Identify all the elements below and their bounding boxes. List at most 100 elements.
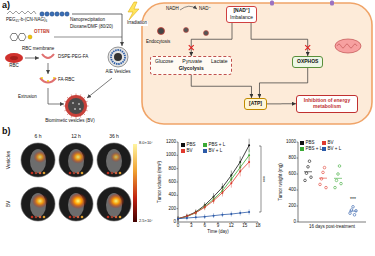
data-point <box>307 166 310 169</box>
data-point <box>335 179 338 182</box>
error-bar <box>204 214 205 219</box>
imaging-field <box>97 143 131 177</box>
membrane-protein <box>64 106 66 107</box>
aie-dot <box>79 108 81 110</box>
tick-label: 1200 <box>166 140 176 145</box>
organ <box>39 216 42 219</box>
vesicle-label: Biomimetic vesicles (BV) <box>45 119 95 124</box>
data-point <box>248 154 250 156</box>
membrane-protein <box>67 114 68 115</box>
organ <box>81 216 84 219</box>
organ <box>115 172 118 175</box>
molecule-ring <box>10 34 18 41</box>
membrane-protein <box>84 114 85 115</box>
data-point <box>248 211 250 213</box>
tick-mark <box>177 142 179 143</box>
organ <box>43 216 46 219</box>
outcome-box: Inhibition of energy metabolism <box>296 95 358 113</box>
legend-text: PBS + L <box>306 147 323 152</box>
error-bar <box>195 210 196 215</box>
nag-unit <box>65 12 69 16</box>
data-line <box>178 155 249 218</box>
flow-arrow <box>191 75 251 99</box>
membrane-receptor <box>330 1 334 6</box>
aie-dot <box>74 108 76 110</box>
tick-label: 800 <box>168 166 176 171</box>
reaction-arrow <box>180 6 197 10</box>
tick-mark <box>297 158 299 159</box>
nag-unit <box>60 12 64 16</box>
membrane-protein <box>67 97 68 98</box>
legend-entry: PBS + L <box>300 147 322 152</box>
organ <box>73 172 76 175</box>
step-label: Nanoprecipitation <box>70 18 105 23</box>
product-box: [ATP] <box>244 98 267 110</box>
molecule-label: NAD⁺ <box>199 7 211 12</box>
data-point <box>340 182 343 185</box>
data-line <box>178 162 249 219</box>
flow-arrow <box>267 103 296 104</box>
data-point <box>305 172 308 175</box>
vesicle-wall <box>111 50 125 64</box>
cell-center <box>10 56 18 60</box>
organ <box>111 172 114 175</box>
tick-mark <box>297 190 299 191</box>
text-row: [NAD⁺] <box>230 8 253 14</box>
tick-label: 0 <box>173 220 176 225</box>
tick-label: 200 <box>288 204 296 209</box>
data-point <box>221 192 223 194</box>
node-text: Inhibition of energy metabolism <box>300 98 354 110</box>
error-bar <box>240 166 241 176</box>
flow-arrow <box>251 23 308 57</box>
membrane-protein <box>76 94 77 96</box>
membrane-protein <box>87 106 89 107</box>
data-line <box>178 212 249 219</box>
legend-swatch <box>203 149 207 153</box>
tick-label: 600 <box>168 180 176 185</box>
organ <box>107 216 110 219</box>
panel-letter: b) <box>2 127 11 137</box>
chart-axis <box>298 142 366 222</box>
legend-entry: BV + L <box>322 147 341 152</box>
node-text: Glycolysis <box>179 66 204 72</box>
data-point <box>177 218 179 220</box>
tick-mark <box>177 182 179 183</box>
legend-text: BV <box>187 149 193 154</box>
mitochondrion <box>335 39 361 53</box>
fluorescence-signal <box>34 151 47 163</box>
block-mark <box>189 45 194 50</box>
folate-dot <box>53 77 55 79</box>
significance-mark: *** <box>350 197 356 203</box>
text-row: Imbalance <box>230 15 253 21</box>
membrane-protein <box>71 94 73 95</box>
data-point <box>230 213 232 215</box>
error-bar <box>178 216 179 220</box>
imaging-field <box>97 187 131 221</box>
row-label: Vesicles <box>6 151 12 169</box>
error-bar <box>178 216 179 220</box>
data-point <box>177 218 179 220</box>
data-point <box>304 179 307 182</box>
tick-mark <box>177 168 179 169</box>
tick-mark <box>177 155 179 156</box>
legend-swatch <box>300 141 304 145</box>
vesicle-core <box>68 98 84 114</box>
lipid-label: DSPE-PEG-FA <box>58 55 88 60</box>
data-point <box>204 216 206 218</box>
data-point <box>248 161 250 163</box>
tick-mark <box>177 195 179 196</box>
cell-label: RBC <box>9 64 19 69</box>
tick-mark <box>177 208 179 209</box>
fluorescence-signal <box>32 194 48 208</box>
aie-dot <box>78 103 80 105</box>
flow-arrow <box>259 68 307 98</box>
tick-label: 1000 <box>286 140 296 145</box>
organ <box>115 216 118 219</box>
data-point <box>337 173 340 176</box>
membrane-protein <box>86 110 87 112</box>
pathway-box: OXPHOS <box>292 56 323 68</box>
axis-title: Tumor volume (mm³) <box>158 161 163 203</box>
time-label: 12 h <box>71 134 81 140</box>
